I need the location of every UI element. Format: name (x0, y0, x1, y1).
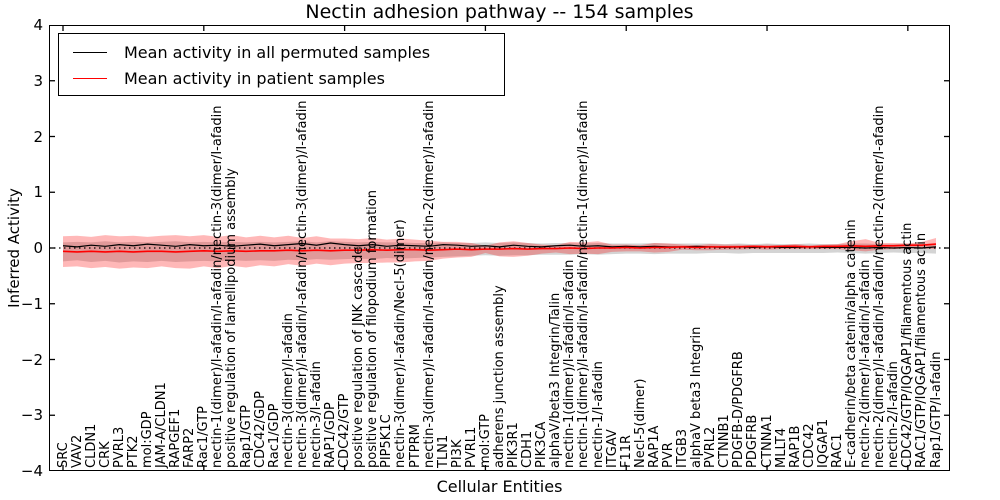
chart-canvas (49, 25, 950, 471)
chart-title: Nectin adhesion pathway -- 154 samples (305, 1, 694, 23)
y-tick-label: 3 (33, 71, 43, 90)
patient-mean-line (62, 243, 937, 253)
y-tick-label: −2 (20, 350, 43, 369)
permuted-line-sample-icon (73, 51, 107, 53)
legend-item-permuted: Mean activity in all permuted samples (59, 39, 504, 65)
y-tick-label: −4 (20, 462, 43, 480)
patient-line-sample-icon (73, 77, 107, 79)
y-tick-label: 1 (33, 183, 43, 202)
y-tick-label: 4 (33, 16, 43, 34)
y-tick-label: 2 (33, 127, 43, 146)
permuted-mean-line (62, 242, 937, 249)
y-tick-label: −1 (20, 294, 43, 313)
y-tick-label: 0 (33, 239, 43, 257)
legend: Mean activity in all permuted samples Me… (58, 33, 505, 96)
y-tick-label: −3 (20, 406, 43, 425)
legend-label-patient: Mean activity in patient samples (124, 68, 385, 88)
legend-item-patient: Mean activity in patient samples (59, 65, 504, 91)
legend-label-permuted: Mean activity in all permuted samples (124, 42, 431, 62)
patient-samples-range-band (63, 235, 936, 269)
x-axis-label: Cellular Entities (436, 477, 563, 496)
